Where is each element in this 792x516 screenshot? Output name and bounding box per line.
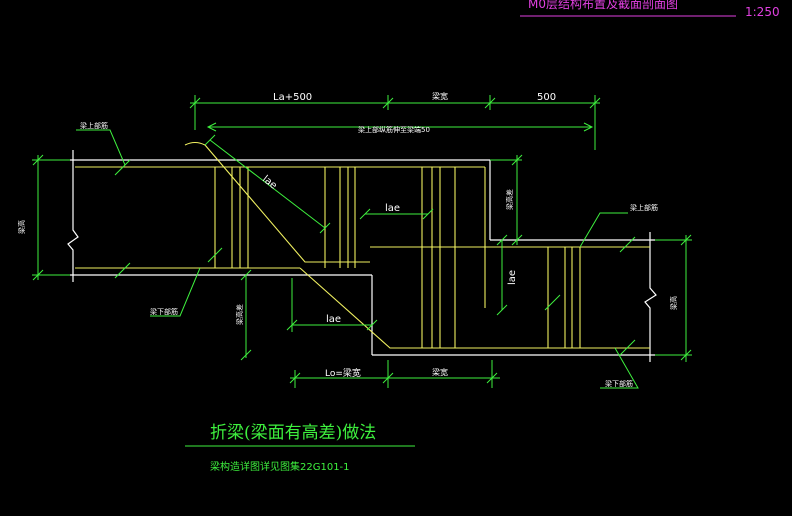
arrow-head-left <box>206 122 217 132</box>
bar-tick <box>114 262 131 279</box>
bar-tick <box>207 247 223 263</box>
label-top-rebar-right: 梁上部筋 <box>630 203 658 212</box>
dim-tick <box>589 97 601 109</box>
header-title: M0层结构布置及截面剖面图 <box>528 0 678 11</box>
dim-tick <box>680 234 692 246</box>
left-break-line <box>67 150 79 282</box>
dim-label-top-left: La+500 <box>273 92 312 103</box>
dim-tick <box>240 349 252 361</box>
dimension-group <box>32 95 692 447</box>
dim-tick <box>382 372 394 384</box>
dim-tick <box>496 304 508 316</box>
dim-label-lae-lower: lae <box>326 314 341 325</box>
bar-tick <box>544 294 561 311</box>
leader-top-rebar-left <box>76 129 126 166</box>
drawing-note: 梁构造详图详见图集22G101-1 <box>210 460 350 473</box>
drawing-title: 折梁(梁面有高差)做法 <box>210 423 376 443</box>
bar-tick <box>619 339 636 356</box>
label-bottom-rebar-left: 梁下部筋 <box>150 307 178 316</box>
stirrups-right <box>547 247 581 348</box>
dim-tick <box>511 154 523 166</box>
dim-label-lae-vertical: lae <box>507 270 518 285</box>
leader-bottom-rebar-right <box>600 347 639 389</box>
drawing-header: M0层结构布置及截面剖面图 1:250 <box>520 0 780 19</box>
dim-label-height-right: 梁高 <box>669 296 678 310</box>
dim-label-height-mid-left: 梁高差 <box>235 304 244 325</box>
dim-tick <box>382 97 394 109</box>
dim-label-top-middle: 梁宽 <box>432 91 448 101</box>
dim-tick <box>366 319 378 331</box>
dim-label-lae-upper: lae <box>385 203 400 214</box>
header-scale: 1:250 <box>745 5 780 19</box>
dim-tick <box>359 208 371 220</box>
dim-tick <box>204 134 216 146</box>
dim-label-top-right: 500 <box>537 92 556 103</box>
bar-tick <box>114 159 131 176</box>
dim-tick <box>422 208 434 220</box>
dim-tick <box>511 234 523 246</box>
dim-tick <box>240 269 252 281</box>
dim-tick <box>486 372 498 384</box>
dim-label-height-mid-right: 梁高差 <box>505 189 514 210</box>
stirrups-left <box>214 167 356 268</box>
dim-lae-diagonal <box>209 139 326 229</box>
dim-tick <box>189 97 201 109</box>
dim-tick <box>289 372 301 384</box>
arrow-head-right <box>583 122 594 132</box>
right-break-line <box>644 232 657 362</box>
dim-label-bottom-right: 梁宽 <box>432 367 448 377</box>
stirrups-middle <box>421 167 456 348</box>
dim-label-height-left: 梁高 <box>17 220 26 234</box>
dimension-labels: La+500 梁宽 500 梁上部纵筋伸至梁端50 lae lae lae la… <box>17 91 678 473</box>
label-bottom-rebar-right: 梁下部筋 <box>605 379 633 388</box>
label-top-rebar-left: 梁上部筋 <box>80 121 108 130</box>
dim-tick <box>319 222 331 234</box>
dim-tick <box>496 234 508 246</box>
dim-tick <box>32 154 44 166</box>
dim-label-lae-diagonal: lae <box>260 174 279 192</box>
beam-outline <box>67 150 657 362</box>
dim-tick <box>484 97 496 109</box>
dim-tick <box>32 269 44 281</box>
dim-label-bottom-left: Lo=梁宽 <box>325 367 361 379</box>
dim-label-top-long: 梁上部纵筋伸至梁端50 <box>358 125 430 134</box>
dim-tick <box>680 349 692 361</box>
cranked-bar-lower <box>299 267 650 349</box>
rebar-group <box>75 141 650 349</box>
bar-tick <box>619 236 636 253</box>
leader-top-rebar-right <box>579 212 628 248</box>
leader-bottom-rebar-left <box>150 267 201 317</box>
